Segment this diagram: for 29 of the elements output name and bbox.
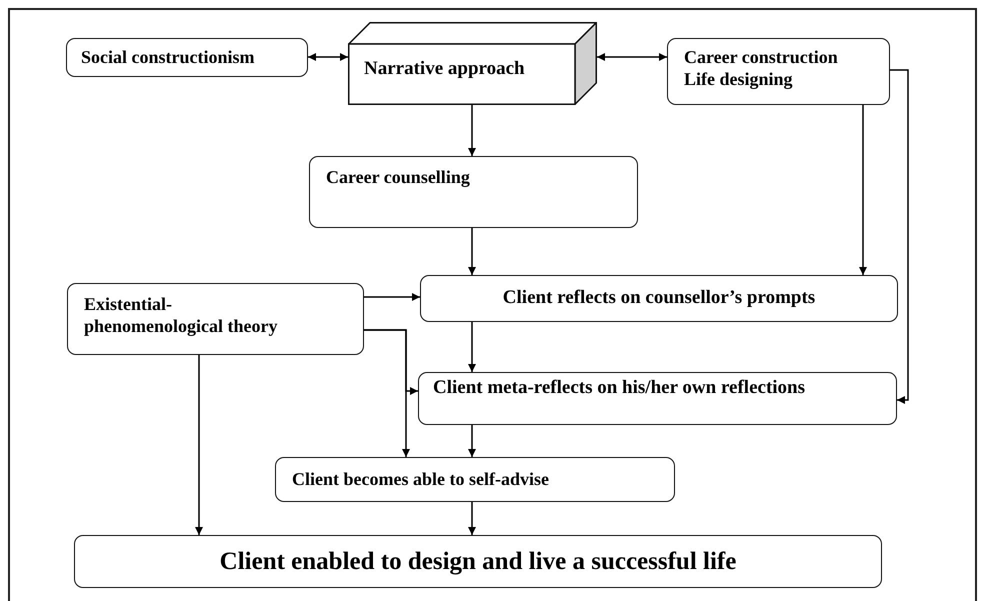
arrow [597, 53, 667, 61]
node-label: Narrative approach [364, 58, 525, 80]
process-box [418, 372, 897, 425]
process-box [74, 535, 882, 588]
node-label: Existential-phenomenological theory [84, 294, 278, 338]
arrow [364, 329, 410, 457]
node-label: Client meta-reflects on his/her own reflections [433, 377, 806, 400]
arrow [468, 322, 476, 372]
process-box [309, 156, 638, 228]
node-label: Career counselling [326, 167, 470, 189]
arrow [468, 105, 476, 156]
node-label: Client becomes able to self-advise [292, 468, 549, 490]
arrow [364, 293, 420, 301]
node-label: Client enabled to design and live a successful life [220, 546, 736, 576]
process-box [275, 457, 675, 502]
arrow [468, 228, 476, 275]
process-box [667, 38, 890, 105]
process-box [66, 38, 308, 77]
arrow [859, 105, 867, 275]
arrow [890, 69, 909, 404]
node-label: Social constructionism [81, 46, 254, 68]
arrow [468, 502, 476, 535]
process-box [67, 283, 364, 355]
arrow [308, 53, 348, 61]
arrow [195, 355, 203, 535]
node-label: Career construction Life designing [684, 47, 839, 90]
process-box [420, 275, 898, 322]
node-label: Client reflects on counsellor’s prompts [502, 287, 816, 310]
arrow [468, 425, 476, 457]
